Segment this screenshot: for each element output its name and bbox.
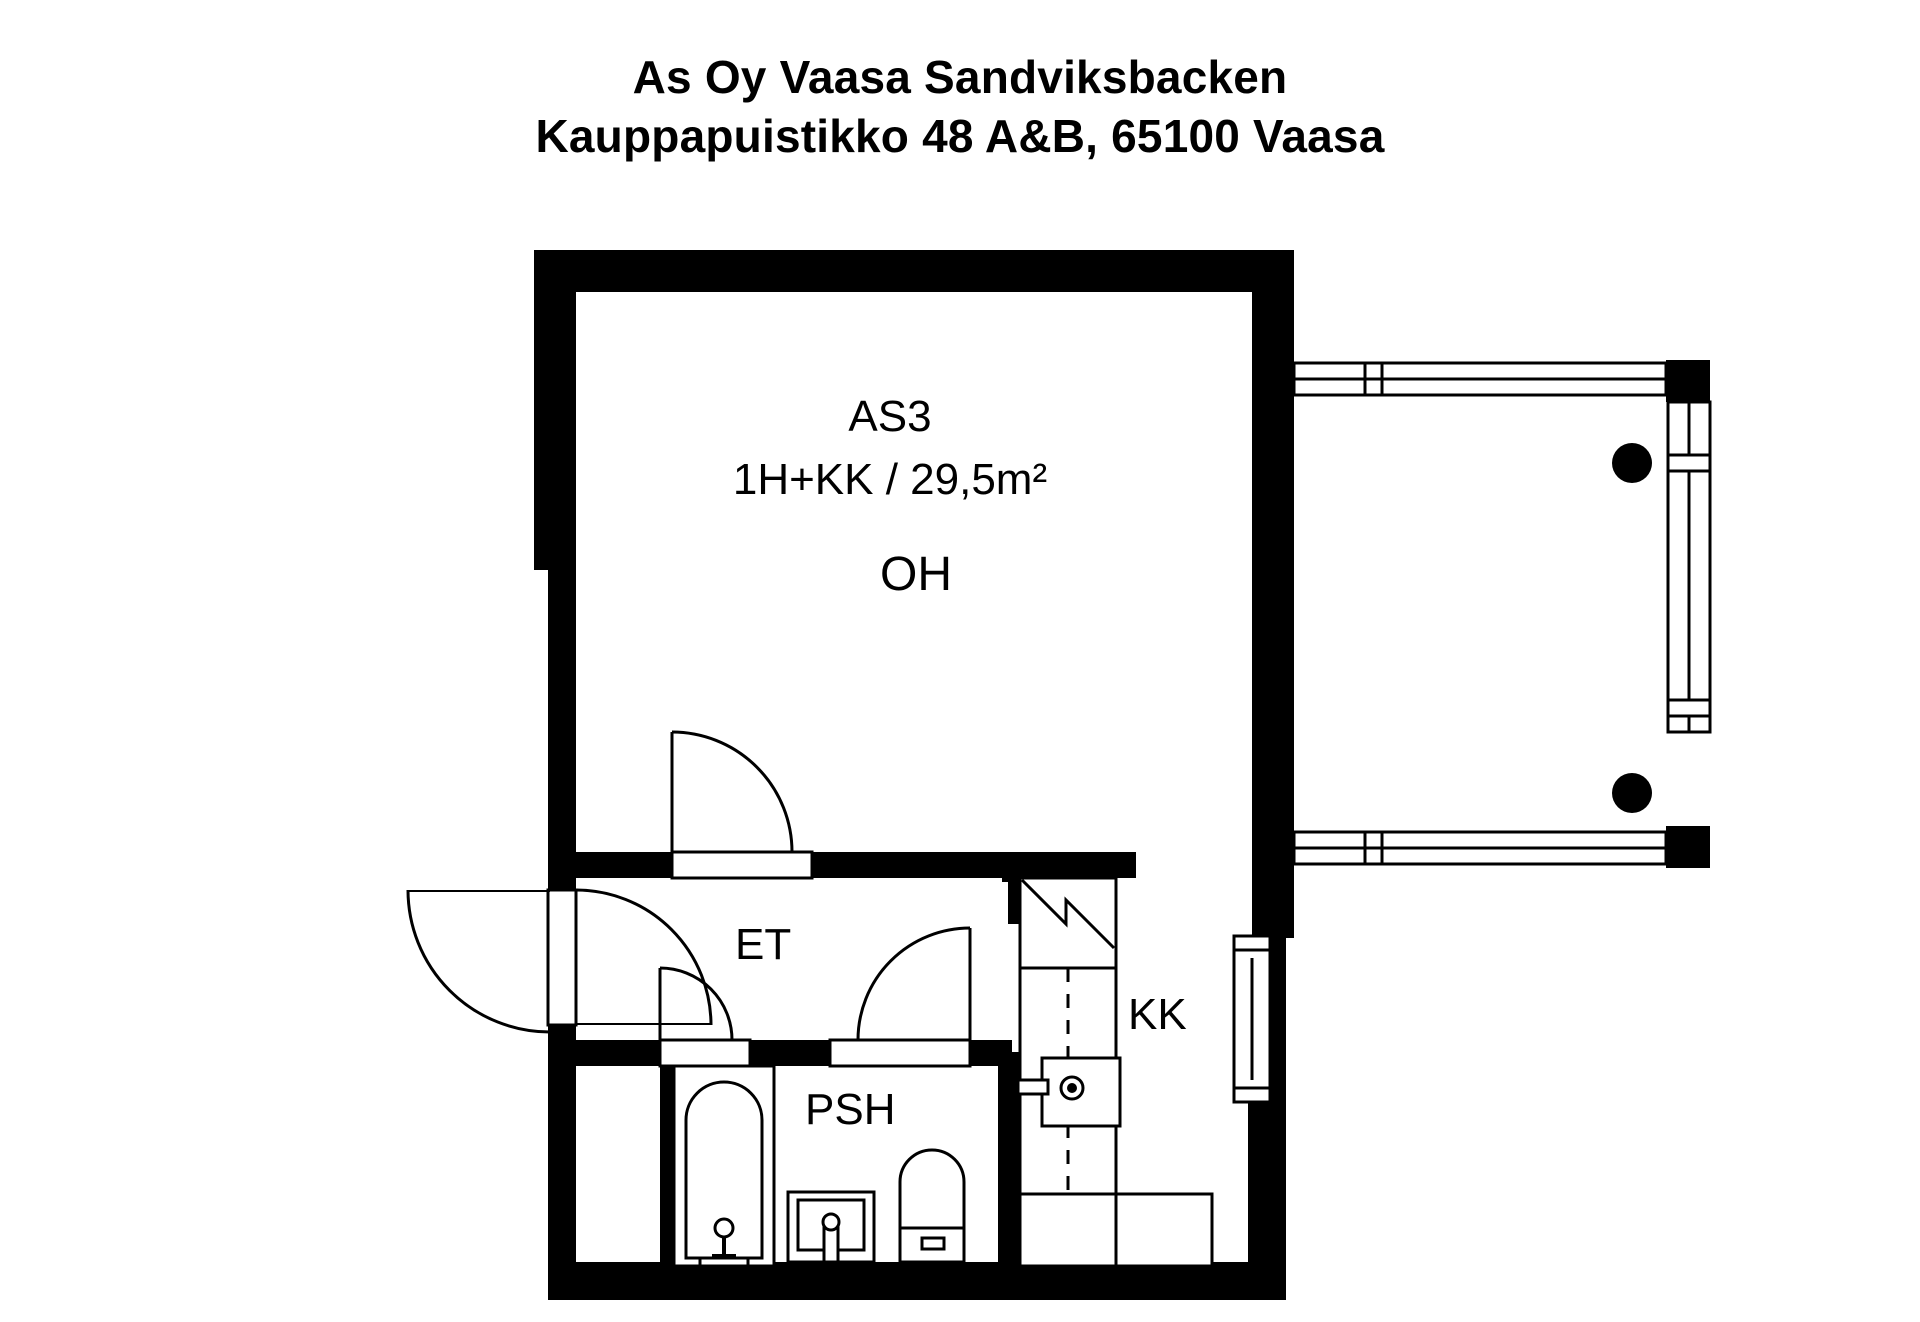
room-label-kk: KK	[1128, 990, 1187, 1039]
door-oh-et	[670, 730, 814, 880]
room-label-oh: OH	[880, 548, 952, 601]
building-name: As Oy Vaasa Sandviksbacken	[632, 51, 1288, 103]
door-entry-exterior	[406, 888, 713, 1034]
building-address: Kauppapuistikko 48 A&B, 65100 Vaasa	[535, 109, 1385, 162]
title-block: As Oy Vaasa Sandviksbacken Kauppapuistik…	[0, 48, 1920, 166]
toilet-icon	[898, 1148, 966, 1264]
kitchen-cabinet-left	[1018, 1192, 1118, 1268]
room-label-psh: PSH	[805, 1085, 896, 1134]
door-psh	[828, 926, 972, 1068]
room-label-et: ET	[735, 920, 792, 969]
balcony	[1292, 360, 1712, 868]
door-closet	[658, 966, 752, 1068]
balcony-post-upper	[1612, 443, 1652, 483]
window-kitchen	[1232, 934, 1272, 1104]
bathroom-fixtures	[672, 1064, 966, 1268]
kitchen-cabinet-right	[1114, 1192, 1214, 1268]
kitchen-fixtures	[1016, 876, 1214, 1268]
unit-id-label: AS3	[848, 392, 932, 441]
balcony-post-lower	[1612, 773, 1652, 813]
unit-type-area-label: 1H+KK / 29,5m²	[732, 455, 1048, 504]
